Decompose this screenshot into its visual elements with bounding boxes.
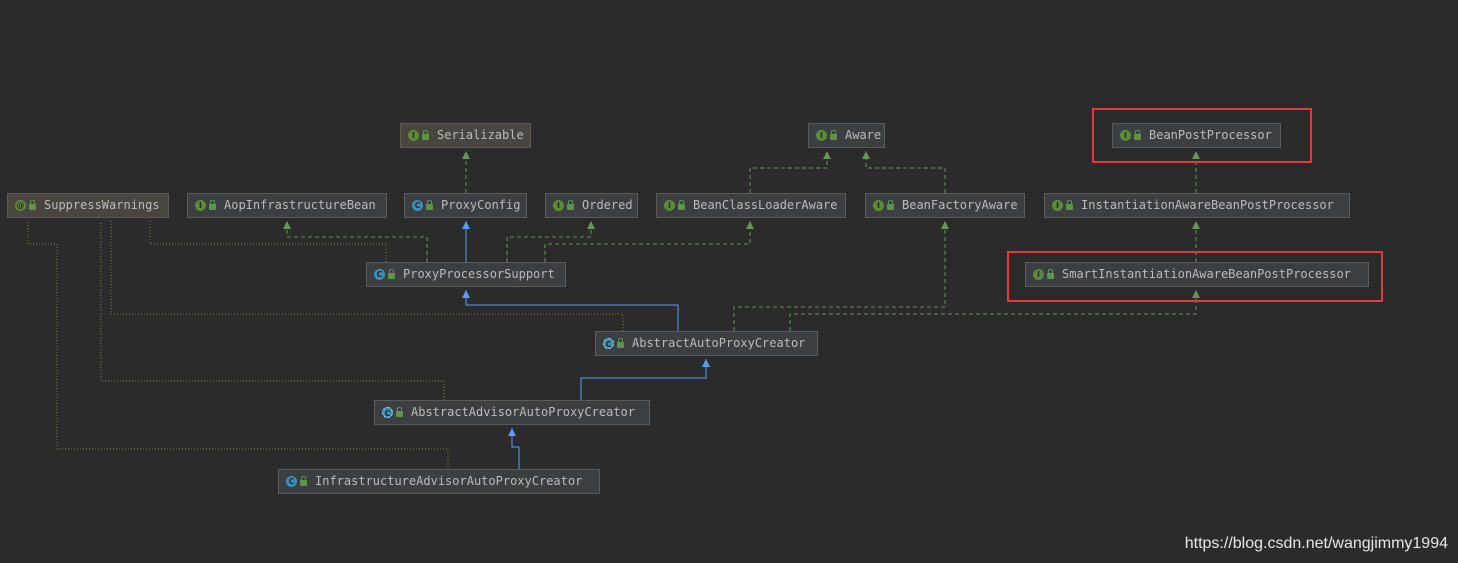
edge-beanfactoryaware-to-aware bbox=[865, 151, 946, 193]
class-icon: C bbox=[374, 269, 385, 280]
edge-proxyprocessorsupport-to-aopinfrastructurebean bbox=[286, 221, 428, 262]
arrowhead-beanfactoryaware-to-aware bbox=[862, 151, 870, 159]
lock-icon bbox=[1047, 269, 1054, 279]
node-aware[interactable]: I Aware bbox=[808, 123, 885, 148]
lock-icon bbox=[678, 200, 685, 210]
node-label: BeanPostProcessor bbox=[1149, 128, 1272, 142]
node-suppresswarnings[interactable]: @ SuppressWarnings bbox=[7, 193, 169, 218]
edge-infrastructureadvisorautoproxycreator-to-suppresswarnings bbox=[27, 221, 449, 469]
interface-icon: I bbox=[195, 200, 206, 211]
lock-icon bbox=[422, 130, 429, 140]
node-label: SmartInstantiationAwareBeanPostProcessor bbox=[1062, 267, 1351, 281]
node-label: InstantiationAwareBeanPostProcessor bbox=[1081, 198, 1334, 212]
node-smartinstantiationawarebeanpostprocessor[interactable]: I SmartInstantiationAwareBeanPostProcess… bbox=[1025, 262, 1369, 287]
node-proxyprocessorsupport[interactable]: C ProxyProcessorSupport bbox=[366, 262, 566, 287]
arrowhead-proxyprocessorsupport-to-ordered bbox=[587, 221, 595, 229]
node-abstractautoproxycreator[interactable]: C AbstractAutoProxyCreator bbox=[595, 331, 818, 356]
abstract-class-icon: C bbox=[603, 338, 614, 349]
edge-beanclassloaderaware-to-aware bbox=[749, 151, 828, 193]
lock-icon bbox=[830, 130, 837, 140]
node-label: ProxyProcessorSupport bbox=[403, 267, 555, 281]
interface-icon: I bbox=[1052, 200, 1063, 211]
interface-icon: I bbox=[408, 130, 419, 141]
edge-abstractautoproxycreator-to-smartinstantiationawarebpp bbox=[789, 290, 1197, 331]
lock-icon bbox=[1066, 200, 1073, 210]
node-label: InfrastructureAdvisorAutoProxyCreator bbox=[315, 474, 583, 488]
interface-icon: I bbox=[553, 200, 564, 211]
edge-infrastructureadvisorautoproxycreator-to-abstractadvisorautoproxycreator bbox=[511, 428, 520, 469]
edge-proxyprocessorsupport-to-suppresswarnings bbox=[149, 221, 387, 262]
node-beanpostprocessor[interactable]: I BeanPostProcessor bbox=[1112, 123, 1281, 148]
lock-icon bbox=[209, 200, 216, 210]
arrowhead-infrastructureadvisorautoproxycreator-to-abstractadvisorautoproxycreator bbox=[508, 428, 516, 436]
node-label: AopInfrastructureBean bbox=[224, 198, 376, 212]
arrowhead-proxyprocessorsupport-to-beanclassloaderaware bbox=[746, 221, 754, 229]
arrowhead-proxyconfig-to-serializable bbox=[462, 151, 470, 159]
edge-abstractadvisorautoproxycreator-to-suppresswarnings bbox=[100, 221, 445, 400]
watermark: https://blog.csdn.net/wangjimmy1994 bbox=[1184, 535, 1448, 552]
highlight-box-smartinstantiationawarebeanpostprocessor bbox=[1007, 251, 1383, 302]
node-label: ProxyConfig bbox=[441, 198, 521, 212]
edge-abstractautoproxycreator-to-beanfactoryaware bbox=[733, 221, 946, 331]
arrowhead-abstractautoproxycreator-to-smartinstantiationawarebpp bbox=[1192, 290, 1200, 298]
arrowhead-abstractautoproxycreator-to-proxyprocessorsupport bbox=[462, 290, 470, 298]
node-label: Ordered bbox=[582, 198, 633, 212]
lock-icon bbox=[887, 200, 894, 210]
arrowhead-abstractadvisorautoproxycreator-to-abstractautoproxycreator bbox=[702, 359, 710, 367]
edge-proxyprocessorsupport-to-ordered bbox=[506, 221, 592, 262]
lock-icon bbox=[300, 476, 307, 486]
lock-icon bbox=[1134, 130, 1141, 140]
node-label: AbstractAdvisorAutoProxyCreator bbox=[411, 405, 635, 419]
arrowhead-smartinstantiationawarebpp-to-instantiationawarebpp bbox=[1192, 221, 1200, 229]
node-instantiationawarebeanpostprocessor[interactable]: I InstantiationAwareBeanPostProcessor bbox=[1044, 193, 1350, 218]
edge-abstractautoproxycreator-to-proxyprocessorsupport bbox=[465, 290, 679, 331]
node-infrastructureadvisorautoproxycreator[interactable]: C InfrastructureAdvisorAutoProxyCreator bbox=[278, 469, 600, 494]
annotation-icon: @ bbox=[15, 200, 26, 211]
node-abstractadvisorautoproxycreator[interactable]: C AbstractAdvisorAutoProxyCreator bbox=[374, 400, 650, 425]
node-beanfactoryaware[interactable]: I BeanFactoryAware bbox=[865, 193, 1025, 218]
node-label: Aware bbox=[845, 128, 882, 142]
node-label: BeanClassLoaderAware bbox=[693, 198, 838, 212]
edge-abstractadvisorautoproxycreator-to-abstractautoproxycreator bbox=[580, 359, 707, 400]
edge-abstractautoproxycreator-to-suppresswarnings bbox=[110, 221, 624, 331]
class-icon: C bbox=[286, 476, 297, 487]
highlight-box-beanpostprocessor bbox=[1092, 108, 1312, 163]
class-icon: C bbox=[412, 200, 423, 211]
lock-icon bbox=[567, 200, 574, 210]
lock-icon bbox=[396, 407, 403, 417]
node-label: AbstractAutoProxyCreator bbox=[632, 336, 806, 350]
interface-icon: I bbox=[1120, 130, 1131, 141]
node-ordered[interactable]: I Ordered bbox=[545, 193, 638, 218]
lock-icon bbox=[426, 200, 433, 210]
lock-icon bbox=[617, 338, 624, 348]
node-label: Serializable bbox=[437, 128, 524, 142]
interface-icon: I bbox=[816, 130, 827, 141]
arrowhead-proxyprocessorsupport-to-aopinfrastructurebean bbox=[283, 221, 291, 229]
arrowhead-abstractautoproxycreator-to-beanfactoryaware bbox=[941, 221, 949, 229]
interface-icon: I bbox=[664, 200, 675, 211]
node-aopinfrastructurebean[interactable]: I AopInfrastructureBean bbox=[187, 193, 387, 218]
node-label: BeanFactoryAware bbox=[902, 198, 1018, 212]
lock-icon bbox=[29, 200, 36, 210]
abstract-class-icon: C bbox=[382, 407, 393, 418]
arrowhead-proxyprocessorsupport-to-proxyconfig bbox=[462, 221, 470, 229]
interface-icon: I bbox=[873, 200, 884, 211]
node-proxyconfig[interactable]: C ProxyConfig bbox=[404, 193, 527, 218]
node-beanclassloaderaware[interactable]: I BeanClassLoaderAware bbox=[656, 193, 846, 218]
interface-icon: I bbox=[1033, 269, 1044, 280]
arrowhead-instantiationawarebpp-to-beanpostprocessor bbox=[1192, 151, 1200, 159]
edge-proxyprocessorsupport-to-beanclassloaderaware bbox=[544, 221, 751, 262]
node-serializable[interactable]: I Serializable bbox=[400, 123, 531, 148]
node-label: SuppressWarnings bbox=[44, 198, 160, 212]
lock-icon bbox=[388, 269, 395, 279]
arrowhead-beanclassloaderaware-to-aware bbox=[823, 151, 831, 159]
